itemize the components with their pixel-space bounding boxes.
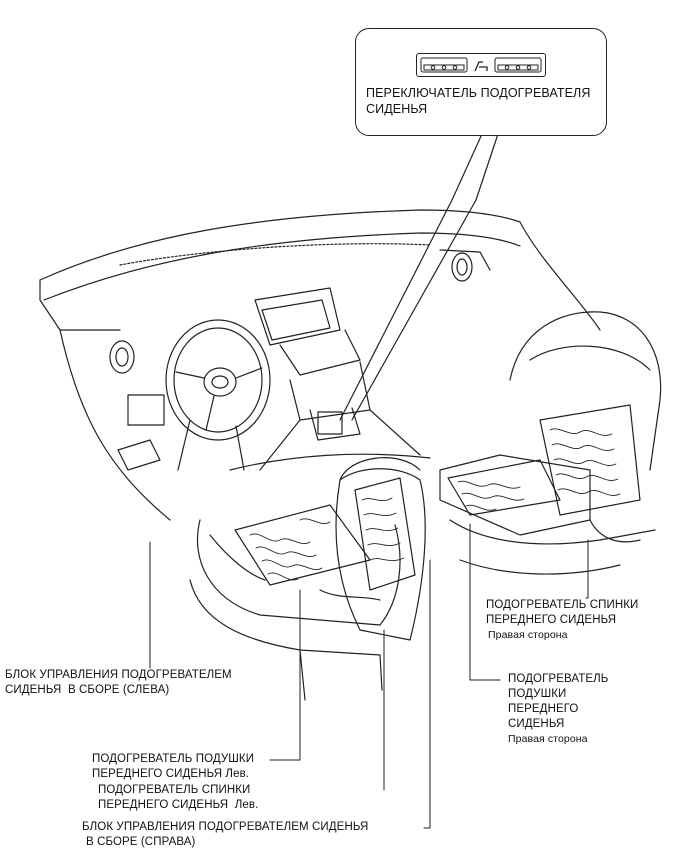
cushion-heater-left-line1: ПОДОГРЕВАТЕЛЬ ПОДУШКИ — [92, 753, 255, 765]
back-heater-left-line2: ПЕРЕДНЕГО СИДЕНЬЯ Лев. — [98, 799, 259, 811]
back-heater-right-line2: ПЕРЕДНЕГО СИДЕНЬЯ — [486, 614, 617, 626]
ecu-left-line2: СИДЕНЬЯ В СБОРЕ (СЛЕВА) — [5, 684, 170, 696]
ecu-right-line2: В СБОРЕ (СПРАВА) — [86, 836, 196, 848]
back-heater-right-line1: ПОДОГРЕВАТЕЛЬ СПИНКИ — [486, 599, 639, 611]
ecu-right-line1: БЛОК УПРАВЛЕНИЯ ПОДОГРЕВАТЕЛЕМ СИДЕНЬЯ — [82, 821, 369, 833]
seat-heater-switch-icon — [416, 53, 546, 77]
cushion-heater-right-line1: ПОДОГРЕВАТЕЛЬ — [508, 673, 609, 685]
switch-label-line2: СИДЕНЬЯ — [366, 102, 428, 116]
ecu-left-line1: БЛОК УПРАВЛЕНИЯ ПОДОГРЕВАТЕЛЕМ — [5, 669, 232, 681]
cushion-heater-right-line2: ПОДУШКИ — [508, 688, 567, 700]
dashboard — [39, 209, 601, 521]
steering-wheel — [165, 319, 271, 471]
leader-lines — [149, 523, 589, 829]
seat-icon — [474, 61, 488, 72]
switch-label-line1: ПЕРЕКЛЮЧАТЕЛЬ ПОДОГРЕВАТЕЛЯ — [366, 86, 591, 100]
cushion-heater-right-side: Правая сторона — [508, 733, 588, 745]
back-heater-right-side: Правая сторона — [488, 629, 568, 641]
back-heater-left-line1: ПОДОГРЕВАТЕЛЬ СПИНКИ — [98, 784, 251, 796]
callout-pointer — [339, 133, 499, 421]
seat-heater-switch-callout: ПЕРЕКЛЮЧАТЕЛЬ ПОДОГРЕВАТЕЛЯ СИДЕНЬЯ — [355, 28, 607, 136]
right-seat — [439, 311, 662, 575]
cushion-heater-left-line2: ПЕРЕДНЕГО СИДЕНЬЯ Лев. — [92, 768, 250, 780]
cushion-heater-right-line3: ПЕРЕДНЕГО — [508, 703, 579, 715]
left-seat — [189, 457, 426, 701]
cushion-heater-right-line4: СИДЕНЬЯ — [508, 718, 565, 730]
